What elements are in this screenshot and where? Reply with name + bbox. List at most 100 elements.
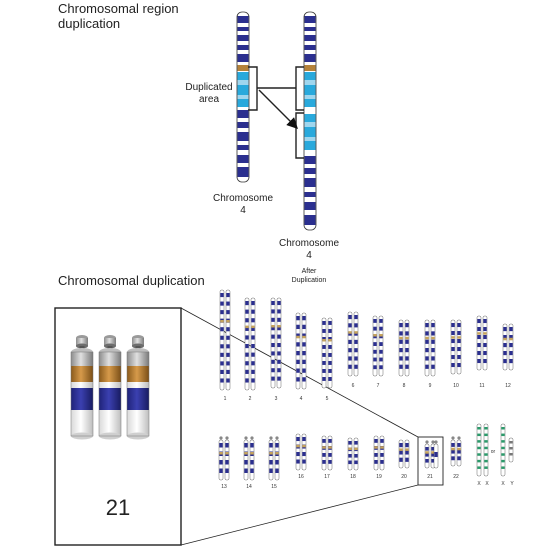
karyotype-pair-4	[295, 312, 307, 390]
chromatid-9-1	[424, 319, 430, 377]
karyotype-label-1: 1	[223, 396, 227, 402]
karyotype-pair-11	[476, 315, 488, 371]
karyotype-label-14: 14	[246, 484, 252, 490]
chromatid-5-1	[321, 317, 327, 389]
karyotype-label-21: 21	[427, 474, 433, 480]
karyotype-label-22: 22	[453, 474, 459, 480]
karyotype-pair-9	[424, 319, 436, 377]
chromatid-22-2	[456, 436, 462, 467]
chromatid-5-2	[327, 317, 333, 389]
after-label-line1: After	[301, 268, 317, 275]
chromatid-15-2	[274, 436, 280, 481]
karyotype-pair-21	[424, 440, 436, 469]
chromatid-19-1	[373, 435, 379, 471]
karyotype-label-6: 6	[351, 383, 355, 389]
karyotype-label-12: 12	[505, 383, 511, 389]
chromatid-21-1	[424, 440, 430, 469]
chromatid-17-1	[321, 435, 327, 471]
karyotype-pair-7	[372, 315, 384, 377]
zoom-label-21: 21	[105, 495, 131, 520]
karyotype-label-19: 19	[376, 474, 382, 480]
chromatid-22-1	[450, 436, 456, 467]
chromosome-right-label-line2: 4	[306, 250, 312, 261]
chromatid-16-2	[301, 433, 307, 471]
chromatid-20-2	[404, 439, 410, 469]
chromosome-4-after	[303, 11, 317, 231]
chromatid-8-1	[398, 319, 404, 377]
chromosome-21-copy-2	[98, 335, 122, 440]
karyotype-pair-18	[347, 437, 359, 471]
chromatid-12-1	[502, 323, 508, 371]
chromatid-1-2	[225, 289, 231, 391]
chromatid-18-2	[353, 437, 359, 471]
karyotype-label-x2: X	[485, 481, 489, 487]
karyotype-pair-15	[268, 436, 280, 481]
chromatid-1-1	[219, 289, 225, 391]
chromatid-4-2	[301, 312, 307, 390]
chromatid-20-1	[398, 439, 404, 469]
karyotype-label-2: 2	[248, 396, 252, 402]
karyotype-label-17: 17	[324, 474, 330, 480]
chromatid-15-1	[268, 436, 274, 481]
chromosome-left-label-line1: Chromosome	[212, 193, 274, 204]
chromosome-left-label-line2: 4	[240, 205, 246, 216]
karyotype-pair-3	[270, 297, 282, 389]
duplication-brackets	[248, 66, 304, 159]
or-label: or	[490, 449, 496, 455]
karyotype	[218, 289, 514, 481]
chromatid-16-1	[295, 433, 301, 471]
sex-chromosome-y	[508, 437, 514, 463]
karyotype-pair-6	[347, 311, 359, 377]
chromatid-3-2	[276, 297, 282, 389]
chromatid-11-1	[476, 315, 482, 371]
karyotype-pair-19	[373, 435, 385, 471]
chromatid-7-1	[372, 315, 378, 377]
zoom-line-bottom	[180, 484, 419, 546]
karyotype-label-x1: X	[477, 481, 481, 487]
chromatid-2-1	[244, 297, 250, 391]
karyotype-pair-22	[450, 436, 462, 467]
karyotype-pair-10	[450, 319, 462, 375]
chromatid-6-2	[353, 311, 359, 377]
karyotype-label-16: 16	[298, 474, 304, 480]
right-bracket-original	[295, 66, 304, 111]
chromatid-13-1	[218, 436, 224, 481]
chromatid-10-2	[456, 319, 462, 375]
karyotype-label-9: 9	[428, 383, 432, 389]
sex-chromosome-x1	[476, 423, 482, 477]
karyotype-label-5: 5	[325, 396, 329, 402]
chromatid-10-1	[450, 319, 456, 375]
karyotype-pair-12	[502, 323, 514, 371]
karyotype-label-y: Y	[510, 481, 514, 487]
chromatid-9-2	[430, 319, 436, 377]
karyotype-label-8: 8	[402, 383, 406, 389]
karyotype-label-7: 7	[376, 383, 380, 389]
karyotype-label-4: 4	[299, 396, 303, 402]
chromatid-13-2	[224, 436, 230, 481]
chromatid-3-1	[270, 297, 276, 389]
chromatid-14-1	[243, 436, 249, 481]
duplicated-area-label-line1: Duplicated	[185, 82, 233, 93]
karyotype-pair-17	[321, 435, 333, 471]
karyotype-label-13: 13	[221, 484, 227, 490]
top-title-line2: duplication	[58, 16, 121, 31]
karyotype-pair-2	[244, 297, 256, 391]
chromatid-4-1	[295, 312, 301, 390]
chromatid-11-2	[482, 315, 488, 371]
chromosome-4-before	[236, 11, 250, 183]
chromosome-21-copy-1	[70, 335, 94, 440]
karyotype-label-11: 11	[479, 383, 485, 389]
right-bracket-copy	[295, 112, 304, 159]
karyotype-label-3: 3	[274, 396, 278, 402]
karyotype-pair-1	[219, 289, 231, 391]
karyotype-pair-14	[243, 436, 255, 481]
top-title-line1: Chromosomal region	[58, 1, 179, 16]
chromatid-2-2	[250, 297, 256, 391]
duplicated-area-label-line2: area	[198, 94, 219, 105]
sex-chromosome-x3	[500, 423, 506, 477]
chromatid-7-2	[378, 315, 384, 377]
chromosome-right-label-line1: Chromosome	[278, 238, 340, 249]
chromatid-14-2	[249, 436, 255, 481]
duplication-arrow	[258, 89, 298, 129]
